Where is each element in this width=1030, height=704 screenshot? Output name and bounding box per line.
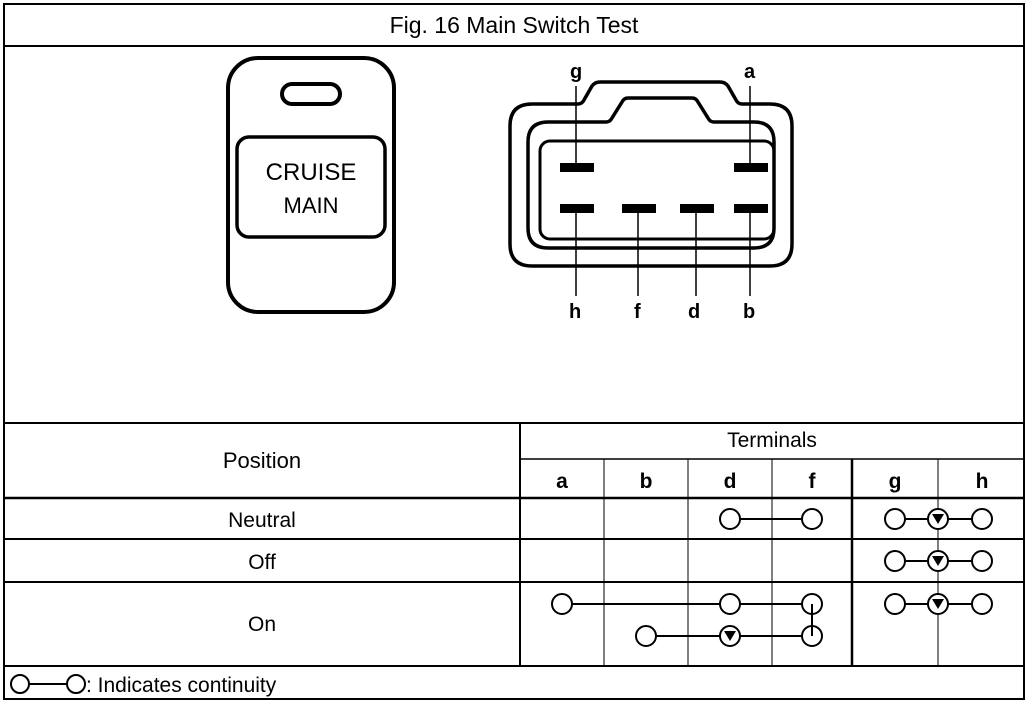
switch-label-line2: MAIN bbox=[284, 193, 339, 218]
indicator-lamp-icon bbox=[280, 82, 342, 106]
column-b: b bbox=[640, 470, 653, 493]
figure-frame: Fig. 16 Main Switch Test bbox=[3, 3, 1025, 700]
legend-text: : Indicates continuity bbox=[86, 674, 277, 697]
column-h: h bbox=[976, 470, 989, 493]
switch-label-line1: CRUISE bbox=[266, 159, 357, 186]
row-label-off: Off bbox=[248, 551, 276, 574]
pin-label-a: a bbox=[744, 61, 756, 83]
pin-label-f: f bbox=[634, 301, 641, 323]
continuity-point-d bbox=[719, 593, 741, 615]
column-g: g bbox=[889, 470, 902, 493]
diode-arrow-icon bbox=[932, 514, 944, 524]
continuity-point-g bbox=[884, 508, 906, 530]
continuity-point-h bbox=[971, 508, 993, 530]
cruise-main-switch: CRUISE MAIN bbox=[226, 56, 396, 314]
pin-label-d: d bbox=[688, 301, 700, 323]
column-f: f bbox=[809, 470, 817, 493]
legend-circle-right-icon bbox=[66, 674, 86, 694]
continuity-point-b bbox=[635, 625, 657, 647]
diode-arrow-icon bbox=[932, 556, 944, 566]
continuity-marks bbox=[551, 508, 993, 647]
pin-label-h: h bbox=[569, 301, 581, 323]
column-d: d bbox=[724, 470, 737, 493]
legend: : Indicates continuity bbox=[10, 674, 277, 697]
continuity-point-h bbox=[971, 550, 993, 572]
connector-face-diagram bbox=[508, 80, 794, 296]
header-terminals: Terminals bbox=[727, 429, 817, 452]
row-label-on: On bbox=[248, 613, 276, 636]
diode-arrow-icon bbox=[932, 599, 944, 609]
continuity-point-g bbox=[884, 593, 906, 615]
pin-label-g: g bbox=[570, 61, 582, 83]
connector-pins bbox=[560, 163, 768, 213]
continuity-point-d bbox=[719, 508, 741, 530]
legend-circle-left-icon bbox=[10, 674, 30, 694]
header-position: Position bbox=[223, 448, 301, 473]
continuity-point-h bbox=[971, 593, 993, 615]
column-a: a bbox=[556, 470, 568, 493]
continuity-point-g bbox=[884, 550, 906, 572]
continuity-point-f bbox=[801, 508, 823, 530]
diode-arrow-icon bbox=[724, 631, 736, 641]
pin-label-b: b bbox=[743, 301, 755, 323]
continuity-table bbox=[5, 422, 1025, 667]
row-label-neutral: Neutral bbox=[228, 509, 296, 532]
figure-title: Fig. 16 Main Switch Test bbox=[5, 5, 1023, 47]
continuity-point-a bbox=[551, 593, 573, 615]
